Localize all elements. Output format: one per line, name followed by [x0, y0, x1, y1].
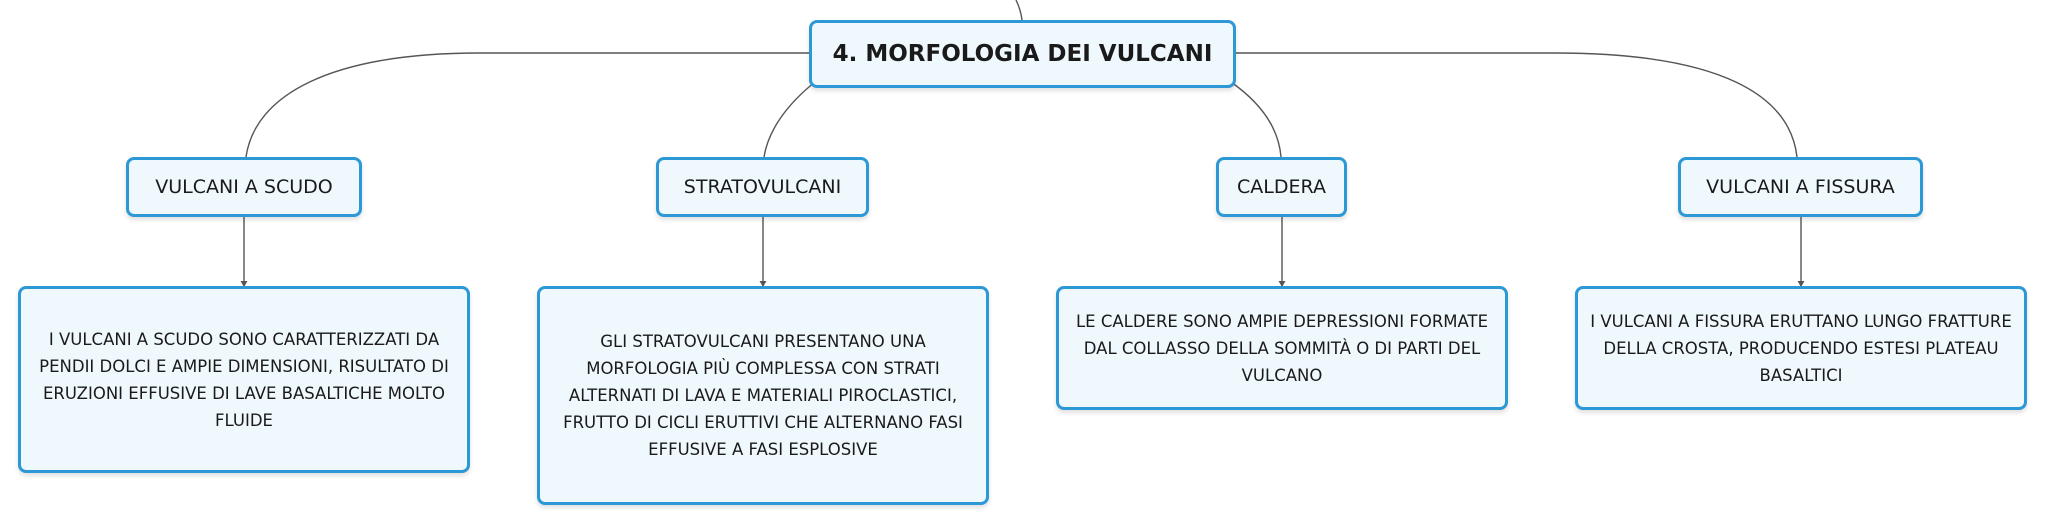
detail-node-caldera[interactable]: LE CALDERE SONO AMPIE DEPRESSIONI FORMAT…	[1056, 286, 1508, 410]
arrow-head-scudo	[240, 281, 248, 287]
branch-title: CALDERA	[1237, 176, 1326, 198]
connector-root-strato	[763, 81, 816, 158]
connector-root-scudo	[245, 52, 809, 158]
arrow-head-fissura	[1797, 281, 1805, 287]
arrow-head-strato	[759, 281, 767, 287]
root-topic-node[interactable]: 4. MORFOLOGIA DEI VULCANI	[809, 20, 1236, 88]
branch-node-vulcani-a-fissura[interactable]: VULCANI A FISSURA	[1678, 157, 1923, 217]
connector-root-fissura	[1236, 52, 1798, 158]
root-topic-title: 4. MORFOLOGIA DEI VULCANI	[832, 41, 1213, 67]
connector-root-caldera	[1230, 81, 1282, 158]
arrow-head-caldera	[1278, 281, 1286, 287]
branch-node-caldera[interactable]: CALDERA	[1216, 157, 1347, 217]
detail-text: I VULCANI A SCUDO SONO CARATTERIZZATI DA…	[39, 329, 449, 430]
parent-connector	[1015, 0, 1023, 21]
branch-node-vulcani-a-scudo[interactable]: VULCANI A SCUDO	[126, 157, 362, 217]
branch-node-stratovulcani[interactable]: STRATOVULCANI	[656, 157, 869, 217]
detail-text: GLI STRATOVULCANI PRESENTANO UNA MORFOLO…	[563, 332, 963, 459]
detail-node-vulcani-a-fissura[interactable]: I VULCANI A FISSURA ERUTTANO LUNGO FRATT…	[1575, 286, 2027, 410]
detail-node-vulcani-a-scudo[interactable]: I VULCANI A SCUDO SONO CARATTERIZZATI DA…	[18, 286, 470, 473]
detail-text: LE CALDERE SONO AMPIE DEPRESSIONI FORMAT…	[1075, 311, 1489, 385]
detail-node-stratovulcani[interactable]: GLI STRATOVULCANI PRESENTANO UNA MORFOLO…	[537, 286, 989, 505]
detail-text: I VULCANI A FISSURA ERUTTANO LUNGO FRATT…	[1590, 311, 2012, 385]
branch-title: VULCANI A SCUDO	[155, 176, 333, 198]
branch-title: STRATOVULCANI	[683, 176, 842, 198]
branch-title: VULCANI A FISSURA	[1706, 176, 1895, 198]
